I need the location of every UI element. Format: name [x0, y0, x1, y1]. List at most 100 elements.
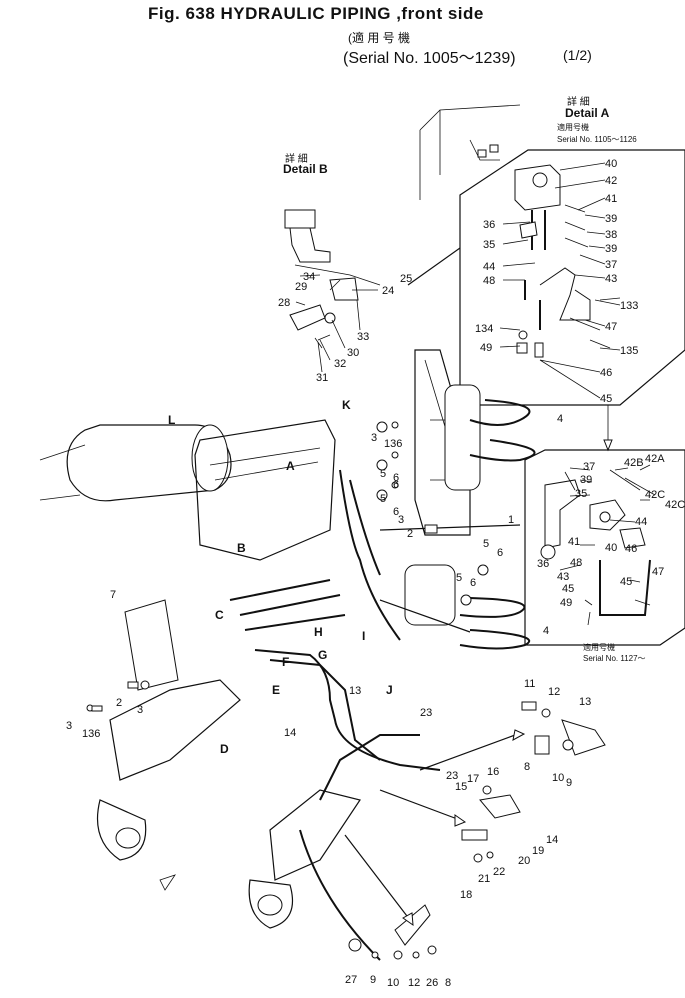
part-number: 12 [548, 686, 560, 698]
view-letter: G [318, 648, 327, 662]
part-number: 43 [605, 273, 617, 285]
detail-a-part-numbers: 40 42 41 39 38 39 37 36 35 44 43 48 133 … [475, 158, 638, 405]
figure-title: Fig. 638 HYDRAULIC PIPING ,front side [148, 4, 484, 23]
part-number: 4 [557, 413, 563, 425]
view-letter: A [286, 459, 295, 473]
part-number: 8 [445, 977, 451, 989]
part-number: 46 [625, 543, 637, 555]
part-number: 22 [493, 866, 505, 878]
part-number: 11 [524, 678, 535, 690]
part-number: 3 [137, 704, 143, 716]
part-number: 13 [579, 696, 591, 708]
part-number: 39 [580, 474, 592, 486]
part-number: 12 [408, 977, 420, 989]
part-number: 34 [303, 271, 315, 283]
detail-a-serial: Serial No. 1105～1126 [557, 135, 637, 144]
part-number: 48 [570, 557, 582, 569]
part-number: 42A [645, 453, 665, 465]
machine-body [39, 349, 606, 961]
part-number: 45 [600, 393, 612, 405]
view-letter: F [282, 655, 289, 669]
detail-lower-part-numbers: 37 42B 42A 39 35 42C 42C 41 40 44 36 46 … [537, 453, 685, 609]
part-number: 26 [426, 977, 438, 989]
part-number: 36 [483, 219, 495, 231]
part-number: 41 [568, 536, 580, 548]
part-number: 42 [605, 175, 617, 187]
part-number: 31 [316, 372, 328, 384]
part-number: 25 [400, 273, 412, 285]
part-number: 49 [560, 597, 572, 609]
part-number: 43 [557, 571, 569, 583]
part-number: 4 [543, 625, 549, 637]
detail-b-drawing [284, 209, 381, 373]
part-number: 45 [620, 576, 632, 588]
part-number: 39 [605, 243, 617, 255]
part-number: 35 [483, 239, 495, 251]
part-number: 10 [387, 977, 399, 989]
part-number: 40 [605, 542, 617, 554]
part-number: 136 [384, 438, 402, 450]
part-number: 42C [645, 489, 665, 501]
part-number: 2 [407, 528, 413, 540]
part-number: 41 [605, 193, 617, 205]
sheet-number: (1/2) [563, 47, 592, 63]
main-part-numbers: 3 136 6 5 6 5 6 4 1 2 3 5 6 5 6 4 7 2 3 … [66, 413, 591, 989]
part-number: 5 [483, 538, 489, 550]
view-letter: C [215, 608, 224, 622]
part-number: 3 [398, 514, 404, 526]
detail-a-frame [407, 104, 685, 406]
part-number: 33 [357, 331, 369, 343]
part-number: 32 [334, 358, 346, 370]
detail-lower-jp-serial: 適用号機 [583, 642, 615, 652]
part-number: 6 [393, 479, 399, 491]
part-number: 14 [546, 834, 558, 846]
part-number: 47 [605, 321, 617, 333]
part-number: 42B [624, 457, 644, 469]
part-number: 135 [620, 345, 638, 357]
part-number: 6 [497, 547, 503, 559]
part-number: 27 [345, 974, 357, 986]
part-number: 9 [566, 777, 572, 789]
part-number: 5 [380, 493, 386, 505]
part-number: 14 [284, 727, 296, 739]
view-letter: D [220, 742, 229, 756]
part-number: 37 [605, 259, 617, 271]
part-number: 3 [371, 432, 377, 444]
view-letter: B [237, 541, 246, 555]
part-number: 35 [575, 488, 587, 500]
part-number: 37 [583, 461, 595, 473]
part-number: 15 [455, 781, 467, 793]
part-number: 30 [347, 347, 359, 359]
part-number: 42C [665, 499, 685, 511]
part-number: 9 [370, 974, 376, 986]
part-number: 29 [295, 281, 307, 293]
view-letter: I [362, 629, 365, 643]
part-number: 1 [508, 514, 514, 526]
part-number: 20 [518, 855, 530, 867]
view-letter: H [314, 625, 323, 639]
part-number: 2 [116, 697, 122, 709]
view-letter: E [272, 683, 280, 697]
part-number: 23 [446, 770, 458, 782]
detail-b-part-numbers: 34 25 24 29 28 33 30 32 31 [278, 271, 412, 384]
part-number: 5 [380, 468, 386, 480]
part-number: 36 [537, 558, 549, 570]
view-letter: L [168, 413, 175, 427]
view-letters: L K A B C F G H I J E D [168, 398, 393, 756]
figure-header: Fig. 638 HYDRAULIC PIPING ,front side (適… [0, 0, 685, 80]
view-letter: K [342, 398, 351, 412]
part-number: 18 [460, 889, 472, 901]
part-number: 46 [600, 367, 612, 379]
part-number: 24 [382, 285, 394, 297]
part-number: 40 [605, 158, 617, 170]
part-number: 21 [478, 873, 490, 885]
part-number: 133 [620, 300, 638, 312]
part-number: 13 [349, 685, 361, 697]
serial-range: (Serial No. 1005～1239) [343, 50, 516, 67]
part-number: 3 [66, 720, 72, 732]
part-number: 134 [475, 323, 493, 335]
part-number: 10 [552, 772, 564, 784]
part-number: 19 [532, 845, 544, 857]
part-number: 44 [635, 516, 647, 528]
